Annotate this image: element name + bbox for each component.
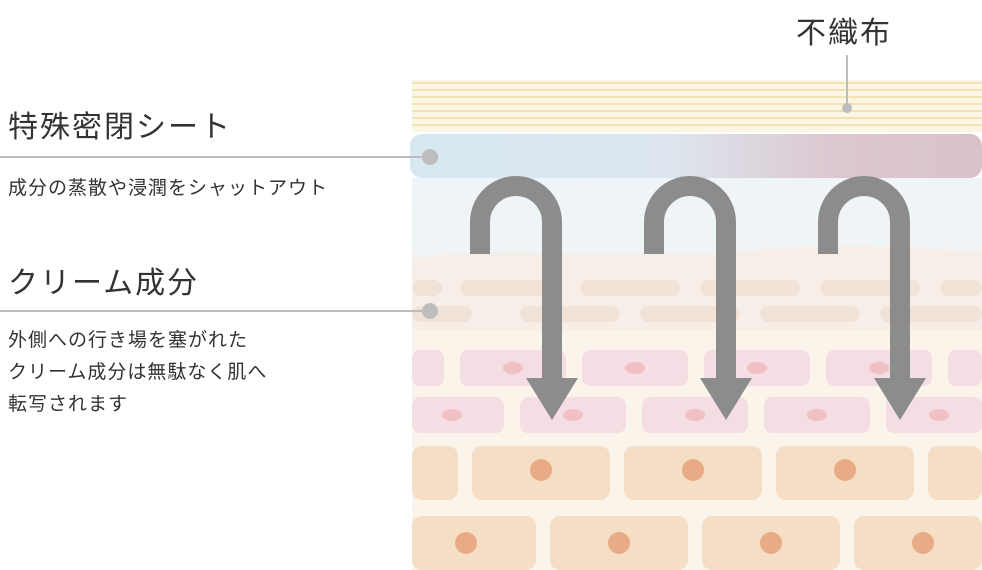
down-return-arrow-icon	[470, 176, 562, 388]
nonwoven-label: 不織布	[796, 16, 892, 51]
cream-ingredient-description-line-2: クリーム成分は無駄なく肌へ	[8, 361, 268, 383]
down-return-arrow-icon	[644, 176, 736, 388]
down-return-arrow-icon	[818, 176, 910, 388]
cream-ingredient-description-line-3: 転写されます	[8, 393, 129, 415]
sealing-sheet-title: 特殊密閉シート	[8, 110, 232, 145]
cream-ingredient-leader-dot	[422, 303, 438, 319]
cream-ingredient-title: クリーム成分	[8, 266, 200, 301]
sealing-sheet-leader-line	[0, 156, 428, 158]
nonwoven-leader-dot	[842, 103, 852, 113]
arrow-heads	[526, 378, 926, 420]
cream-ingredient-leader-line	[0, 310, 428, 312]
down-return-arrows	[470, 176, 910, 388]
nonwoven-fabric-layer	[412, 80, 982, 132]
sealing-sheet-leader-dot	[422, 149, 438, 165]
spinous-layer	[412, 446, 982, 570]
sealing-sheet	[410, 134, 982, 178]
sealing-sheet-description: 成分の蒸散や浸潤をシャットアウト	[8, 177, 329, 199]
cream-ingredient-description-line-1: 外側への行き場を塞がれた	[8, 329, 249, 351]
